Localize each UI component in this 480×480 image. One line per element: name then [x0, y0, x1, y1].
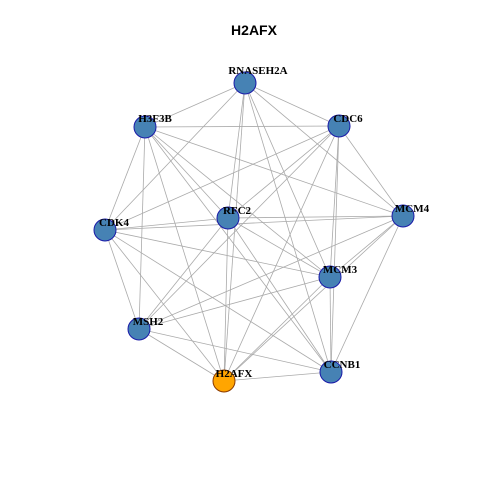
edge-msh2-h2afx: [138, 328, 225, 382]
edge-cdk4-h2afx: [104, 229, 225, 382]
node-cdc6: [327, 114, 351, 138]
edge-h3f3b-mcm4: [144, 126, 404, 217]
node-label-mcm4: MCM4: [395, 203, 430, 215]
edge-h3f3b-cdc6: [144, 125, 340, 128]
node-label-rnaseh2a: RNASEH2A: [228, 65, 287, 77]
edge-h3f3b-h2afx: [144, 126, 225, 382]
edge-cdc6-msh2: [138, 125, 340, 330]
node-label-mcm3: MCM3: [323, 264, 358, 276]
edge-rfc2-msh2: [138, 217, 229, 330]
edge-rfc2-mcm4: [227, 215, 404, 219]
edge-mcm4-ccnb1: [330, 215, 404, 373]
edge-cdk4-mcm4: [104, 215, 404, 231]
node-label-h2afx: H2AFX: [216, 368, 253, 380]
edge-cdk4-msh2: [104, 229, 140, 330]
node-cdk4: [93, 218, 117, 242]
edge-mcm4-h2afx: [223, 215, 404, 382]
edge-rnaseh2a-mcm3: [244, 82, 331, 278]
edge-mcm4-msh2: [138, 215, 404, 330]
edge-cdc6-h2afx: [223, 125, 340, 382]
edge-rfc2-h2afx: [223, 217, 229, 382]
node-label-cdc6: CDC6: [333, 113, 363, 125]
edge-rnaseh2a-rfc2: [227, 82, 246, 219]
node-label-h3f3b: H3F3B: [138, 113, 172, 125]
node-rnaseh2a: [233, 71, 257, 95]
edge-cdc6-mcm4: [338, 125, 404, 217]
node-mcm4: [391, 204, 415, 228]
edge-h3f3b-cdk4: [104, 126, 146, 231]
edge-cdc6-cdk4: [104, 125, 340, 231]
edge-rfc2-mcm3: [227, 217, 331, 278]
node-label-rfc2: RFC2: [223, 205, 252, 217]
node-mcm3: [318, 265, 342, 289]
node-msh2: [127, 317, 151, 341]
graph-title: H2AFX: [231, 22, 278, 38]
edge-msh2-ccnb1: [138, 328, 332, 373]
edge-rnaseh2a-mcm4: [244, 82, 404, 217]
node-ccnb1: [319, 360, 343, 384]
edge-cdc6-rfc2: [227, 125, 340, 219]
edge-cdk4-rfc2: [104, 217, 229, 231]
edge-h3f3b-rfc2: [144, 126, 229, 219]
edge-h3f3b-mcm3: [144, 126, 331, 278]
edge-cdc6-mcm3: [329, 125, 340, 278]
edges-layer: [104, 82, 404, 382]
node-label-cdk4: CDK4: [99, 217, 129, 229]
edge-rnaseh2a-cdk4: [104, 82, 246, 231]
edge-rnaseh2a-ccnb1: [244, 82, 332, 373]
edge-rnaseh2a-cdc6: [244, 82, 340, 127]
edge-rfc2-ccnb1: [227, 217, 332, 373]
edge-mcm4-mcm3: [329, 215, 404, 278]
edge-cdk4-mcm3: [104, 229, 331, 278]
edge-mcm3-h2afx: [223, 276, 331, 382]
node-label-ccnb1: CCNB1: [324, 359, 361, 371]
edge-mcm3-ccnb1: [329, 276, 332, 373]
node-label-msh2: MSH2: [133, 316, 164, 328]
edge-rnaseh2a-h3f3b: [144, 82, 246, 128]
node-rfc2: [216, 206, 240, 230]
edge-cdc6-ccnb1: [330, 125, 340, 373]
edge-mcm3-msh2: [138, 276, 331, 330]
edge-h2afx-ccnb1: [223, 371, 332, 382]
node-h2afx: [212, 369, 236, 393]
edge-h3f3b-ccnb1: [144, 126, 332, 373]
edge-cdk4-ccnb1: [104, 229, 332, 373]
node-h3f3b: [133, 115, 157, 139]
nodes-layer: [93, 71, 415, 393]
